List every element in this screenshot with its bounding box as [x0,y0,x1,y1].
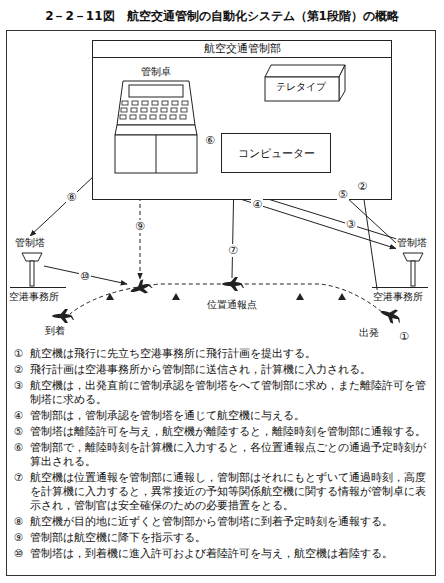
step-row: ⑧航空機が目的地に近ずくと管制部から管制塔に到着予定時刻を通報する。 [14,514,428,528]
place-label: 到着 [44,324,66,337]
step-number: ③ [14,378,30,406]
step-text: 管制部は航空機に降下を指示する。 [30,530,428,544]
step-text: 管制部で，離陸時刻を計算機に入力すると，各位置通報点ごとの通過予定時刻が算出され… [30,440,428,468]
flight-path [70,284,382,314]
callout-number: ⑥ [204,134,216,147]
step-text: 航空機が目的地に近ずくと管制部から管制塔に到着予定時刻を通報する。 [30,514,428,528]
callout-number: ③ [345,218,357,231]
console-unit: 管制卓 [113,63,199,175]
teletype-unit: テレタイプ [263,63,347,103]
node-text: 空港事務所 [372,290,424,304]
step-row: ⑤管制塔は離陸許可を与え，航空機が離陸すると，離陸時刻を管制部に通報する。 [14,424,428,438]
step-row: ⑩管制塔は，到着機に進入許可および着陸許可を与え，航空機は着陸する。 [14,546,428,560]
step-text: 航空機は飛行に先立ち空港事務所に飛行計画を提出する。 [30,346,428,360]
step-number: ④ [14,408,30,422]
node-text: 管制卓 [113,65,199,78]
step-list: ①航空機は飛行に先立ち空港事務所に飛行計画を提出する。②飛行計画は空港事務所から… [14,346,428,562]
computer-box: コンピューター [221,133,331,173]
node-text: コンピューター [222,134,330,172]
step-number: ⑧ [14,514,30,528]
step-row: ③航空機は，出発直前に管制承認を管制塔をへて管制部に求め，また離陸許可を管制塔に… [14,378,428,406]
tower-name: 管制塔 [14,236,46,250]
callout-number: ② [356,180,368,193]
step-text: 航空機は位置通報を管制部に通報し，管制部はそれにもとずいて通過時刻，高度を計算機… [30,470,428,512]
callout-number: ⑦ [227,244,239,257]
step-row: ①航空機は飛行に先立ち空港事務所に飛行計画を提出する。 [14,346,428,360]
callout-number: ① [398,330,410,343]
step-text: 管制部は，管制承認を管制塔を通じて航空機に与える。 [30,408,428,422]
aircraft-symbols [52,277,404,326]
place-label: 出発 [358,326,380,339]
callout-number: ⑤ [337,188,349,201]
step-row: ⑥管制部で，離陸時刻を計算機に入力すると，各位置通報点ごとの通過予定時刻が算出さ… [14,440,428,468]
office-name: 空港事務所 [372,290,424,304]
step-row: ④管制部は，管制承認を管制塔を通じて航空機に与える。 [14,408,428,422]
step-text: 管制塔は離陸許可を与え，航空機が離陸すると，離陸時刻を管制部に通報する。 [30,424,428,438]
step-number: ② [14,362,30,376]
step-row: ⑨管制部は航空機に降下を指示する。 [14,530,428,544]
step-row: ⑦航空機は位置通報を管制部に通報し，管制部はそれにもとずいて通過時刻，高度を計算… [14,470,428,512]
step-number: ⑥ [14,440,30,468]
step-text: 航空機は，出発直前に管制承認を管制塔をへて管制部に求め，また離陸許可を管制塔に求… [30,378,428,406]
node-text: 管制塔 [396,236,428,250]
node-text: 管制塔 [14,236,46,250]
console-drawing [113,63,199,175]
control-center-box: 航空交通管制部管制卓テレタイプコンピューター [92,40,392,200]
node-text: テレタイプ [265,80,337,94]
node-text: 空港事務所 [8,290,60,304]
tower-name: 管制塔 [396,236,428,250]
callout-number: ⑧ [66,191,78,204]
step-text: 飛行計画は空港事務所から管制部に送信され，計算機に入力される。 [30,362,428,376]
step-number: ⑦ [14,470,30,512]
step-number: ① [14,346,30,360]
callout-number: ⑩ [79,270,91,283]
figure-title: 2－2－11図 航空交通管制の自動化システム（第1段階）の概略 [0,8,444,24]
node-text: 航空交通管制部 [93,41,391,58]
office-name: 空港事務所 [8,290,60,304]
step-text: 管制塔は，到着機に進入許可および着陸許可を与え，航空機は着陸する。 [30,546,428,560]
step-number: ⑤ [14,424,30,438]
step-row: ②飛行計画は空港事務所から管制部に送信され，計算機に入力される。 [14,362,428,376]
place-label: 位置通報点 [206,298,258,311]
step-number: ⑨ [14,530,30,544]
tower-symbols [22,253,423,286]
step-number: ⑩ [14,546,30,560]
callout-number: ⑨ [134,220,146,233]
callout-number: ④ [251,198,263,211]
